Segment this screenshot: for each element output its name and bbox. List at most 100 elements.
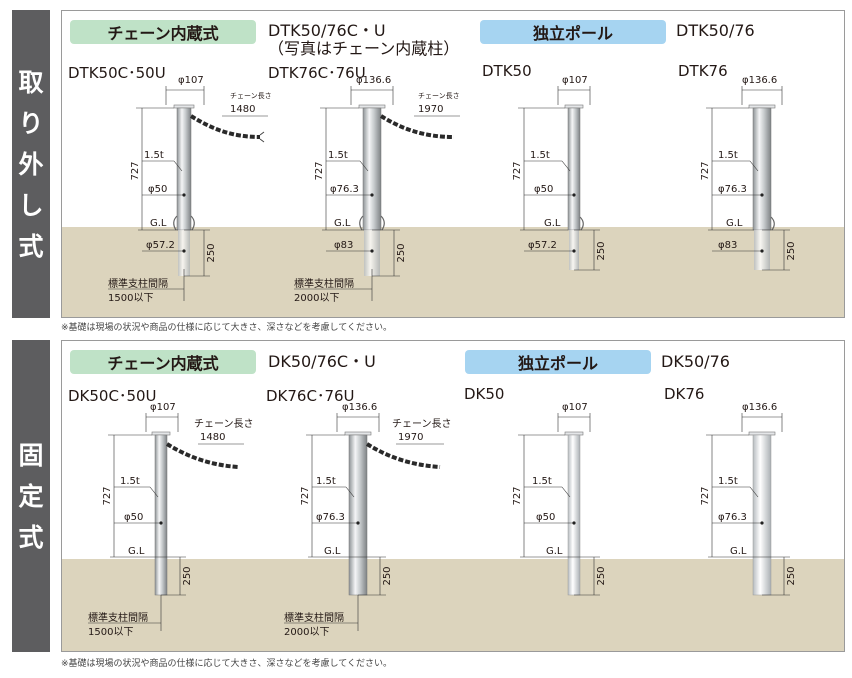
dim-top-dia: φ136.6 [742,75,777,86]
dim-depth: 250 [206,243,217,262]
dim-depth: 250 [786,566,797,585]
chain [365,442,441,469]
pole-cap [344,431,372,436]
pole-pipe [176,107,192,231]
dim-pipe-dia: φ50 [124,512,143,523]
pole-drawing: φ136.6 1.5t φ76.3 G.L 727 250 [700,402,797,596]
dim-height: 727 [130,161,141,180]
dim-thickness: 1.5t [530,150,550,161]
gl-label: G.L [334,218,351,229]
spacing-value: 1500以下 [108,293,153,304]
dim-top-dia: φ107 [562,402,588,413]
pole-drawing: φ107 1.5t φ50 G.L 727 250 [512,402,607,596]
model-name: DTK50 [482,62,532,80]
chain [379,114,455,139]
gl-label: G.L [324,546,341,557]
dim-thickness: 1.5t [144,150,164,161]
dim-socket-dia: φ57.2 [528,240,557,251]
dim-depth: 250 [596,566,607,585]
model-name: DTK76 [678,62,728,80]
pole-pipe [567,434,581,596]
pole-pipe [154,434,168,596]
dim-top-dia: φ136.6 [356,75,391,86]
model-name: DK50 [464,385,505,403]
gl-label: G.L [128,546,145,557]
gl-label: G.L [546,546,563,557]
dim-pipe-dia: φ76.3 [316,512,345,523]
chain-label: チェーン長さ [230,92,272,100]
chain-type-code: DK50/76C・U [268,352,376,371]
removable-drawings: φ107 チェーン長さ 1480 1.5t φ50 G.L φ57.2 727 … [108,75,797,304]
dim-top-dia: φ107 [562,75,588,86]
side-char: 式 [18,522,44,552]
dim-height: 727 [700,161,711,180]
chain-type-code: DTK50/76C・U （写真はチェーン内蔵柱） [268,21,460,58]
dim-pipe-dia: φ50 [536,512,555,523]
dim-pipe-dia: φ50 [148,184,167,195]
dim-thickness: 1.5t [316,476,336,487]
footnote: ※基礎は現場の状況や商品の仕様に応じて大きさ、深さなどを考慮してください。 [61,323,393,333]
dim-height: 727 [512,486,523,505]
pole-socket [178,230,190,276]
pole-type-badge: 独立ポール [465,350,651,374]
pole-cap [748,431,776,436]
footnote: ※基礎は現場の状況や商品の仕様に応じて大きさ、深さなどを考慮してください。 [61,659,393,669]
spacing-label: 標準支柱間隔 [88,611,148,624]
chain-type-badge: チェーン内蔵式 [70,350,256,374]
dim-height: 727 [314,161,325,180]
chain-label: チェーン長さ [392,418,452,430]
spacing-value: 2000以下 [294,293,339,304]
side-char: 式 [18,231,44,261]
pole-pipe [752,434,772,596]
dim-height: 727 [512,161,523,180]
dim-thickness: 1.5t [718,150,738,161]
dim-depth: 250 [182,566,193,585]
model-name: DK76C･76U [266,387,355,405]
dim-thickness: 1.5t [120,476,140,487]
spacing-label: 標準支柱間隔 [294,277,354,290]
dim-height: 727 [102,486,113,505]
dim-depth: 250 [396,243,407,262]
dim-height: 727 [300,486,311,505]
fixed-side-label: 固 定 式 [12,340,50,652]
pole-pipe [348,434,368,596]
chain-label: チェーン長さ [194,418,254,430]
pole-pipe [567,107,581,231]
pole-cap [564,104,584,109]
pole-pipe [752,107,772,231]
gl-label: G.L [726,218,743,229]
chain-length: 1480 [230,104,255,115]
pole-cap [358,104,386,109]
gl-label: G.L [544,218,561,229]
spacing-label: 標準支柱間隔 [108,277,168,290]
dim-thickness: 1.5t [718,476,738,487]
gl-label: G.L [150,218,167,229]
chain [165,442,239,469]
pole-cap [151,431,171,436]
side-char: 取 [18,67,44,97]
pole-type-code: DTK50/76 [676,21,755,40]
dim-pipe-dia: φ76.3 [718,512,747,523]
spacing-value: 2000以下 [284,627,329,638]
dim-top-dia: φ107 [178,75,204,86]
dim-socket-dia: φ57.2 [146,240,175,251]
chain-type-badge: チェーン内蔵式 [70,20,256,44]
model-name: DK50C･50U [68,387,157,405]
model-name: DTK50C･50U [68,64,166,82]
dim-top-dia: φ136.6 [742,402,777,413]
side-char: 固 [18,440,44,470]
dim-depth: 250 [786,241,797,260]
removable-side-label: 取 り 外 し 式 [12,10,50,318]
pole-cap [748,104,776,109]
side-char: 定 [18,481,44,511]
side-char: し [18,190,44,220]
pole-cap [173,104,195,109]
chain-label: チェーン長さ [418,92,460,100]
pole-drawing: φ136.6 チェーン長さ 1970 1.5t φ76.3 G.L 727 25… [284,402,452,638]
ground-area [62,227,844,317]
pole-drawing: φ107 1.5t φ50 G.L φ57.2 727 250 [512,75,607,271]
dim-top-dia: φ107 [150,402,176,413]
ground-area [62,559,844,651]
fixed-panel: チェーン内蔵式 DK50/76C・U 独立ポール DK50/76 DK50C･5… [61,340,845,652]
dim-depth: 250 [382,566,393,585]
